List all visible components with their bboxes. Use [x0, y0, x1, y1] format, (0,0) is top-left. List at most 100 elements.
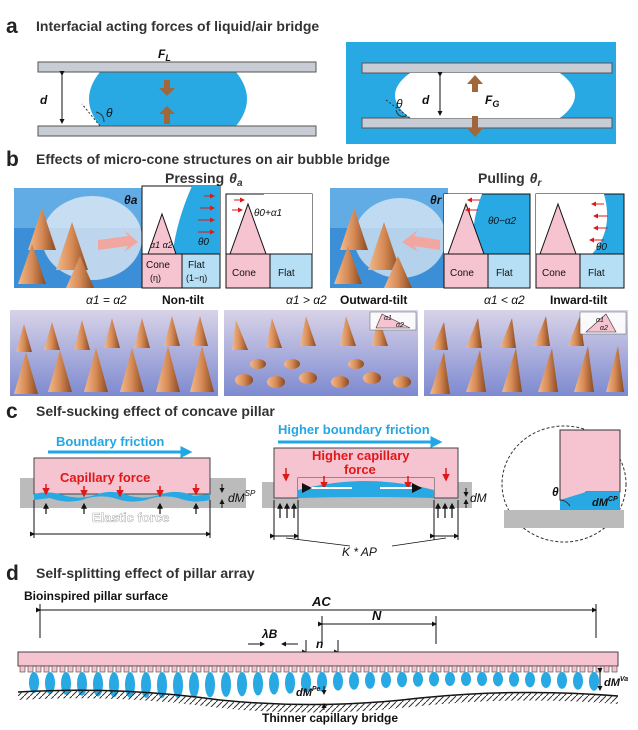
svg-text:α2: α2 — [600, 325, 608, 332]
capillary-bridge — [61, 672, 71, 695]
pillar-tooth — [387, 665, 394, 673]
pillar-tooth — [587, 665, 594, 673]
panel-d-title: Self-splitting effect of pillar array — [36, 565, 255, 581]
cone-array-inward-tilt: α1 α2 — [424, 310, 628, 396]
pillar-tooth — [547, 665, 554, 673]
render-theta-a: θa — [124, 193, 138, 207]
svg-text:θ0−α2: θ0−α2 — [488, 216, 517, 227]
pillar-tooth — [211, 665, 218, 673]
pillar-tooth — [243, 665, 250, 673]
kap-label: K * AP — [342, 545, 377, 559]
capillary-force-label: Capillary force — [60, 470, 150, 485]
force-arrow-down-r — [467, 116, 483, 137]
pillar-tooth — [291, 665, 298, 673]
angle-label-r: θ — [396, 97, 403, 111]
pillar-tooth — [115, 665, 122, 673]
angle-label: θ — [106, 106, 113, 120]
pressing-render: θa — [14, 188, 146, 288]
top-plate — [37, 61, 317, 73]
pillar-tooth — [371, 665, 378, 673]
capillary-bridge — [205, 672, 215, 698]
panel-c-letter: c — [6, 400, 18, 423]
pillar-tooth — [363, 665, 370, 673]
pillar-tooth — [507, 665, 514, 673]
higher-capillary-line1: Higher capillary — [312, 448, 410, 463]
cone-flat-diagram-3: Cone Flat θ0−α2 — [443, 193, 531, 289]
pillar-tooth — [35, 665, 42, 673]
pillar — [33, 457, 211, 495]
capillary-bridge — [141, 672, 151, 698]
capillary-bridge — [397, 672, 407, 688]
bottom-plate-r — [361, 117, 613, 129]
force-arrow-up-r — [467, 75, 483, 92]
dm-va-label: dMVa — [604, 676, 628, 689]
zoom-theta: θ — [552, 485, 559, 499]
capillary-bridge — [365, 672, 375, 689]
bottom-plate — [37, 125, 317, 137]
capillary-bridge — [557, 672, 567, 689]
pillar-tooth — [155, 665, 162, 673]
dm-label: dM — [470, 491, 487, 505]
tilt-cond-1: α1 = α2 — [86, 293, 127, 307]
panel-c-title: Self-sucking effect of concave pillar — [36, 403, 275, 419]
capillary-bridge — [285, 672, 295, 694]
panel-d: d Self-splitting effect of pillar array … — [6, 562, 628, 725]
pillar-array-backing — [17, 651, 619, 667]
cone — [340, 208, 368, 250]
capillary-bridge — [413, 672, 423, 687]
capillary-bridge — [189, 672, 199, 698]
pillar-tooth — [411, 665, 418, 673]
cone-tip — [147, 212, 177, 255]
captured-liquid — [298, 481, 434, 498]
cone — [368, 222, 400, 270]
gap-label-r: d — [422, 93, 430, 107]
capillary-bridge — [541, 672, 551, 689]
pillar-tooth — [67, 665, 74, 673]
cone-tip — [539, 202, 577, 255]
capillary-bridge — [573, 672, 583, 690]
cone — [384, 256, 412, 288]
svg-text:θ0: θ0 — [596, 242, 607, 253]
svg-text:Cone: Cone — [232, 268, 256, 279]
pillar-tooth — [579, 665, 586, 673]
pillar-tooth — [459, 665, 466, 673]
cone — [18, 244, 46, 284]
panel-b-letter: b — [6, 148, 19, 171]
pillar-tooth — [555, 665, 562, 673]
right-meniscus-air — [236, 72, 278, 126]
panel-b: b Effects of micro-cone structures on ai… — [6, 148, 628, 396]
capillary-bridge — [221, 672, 231, 697]
contact-tangent-r — [385, 99, 411, 119]
panel-a-title: Interfacial acting forces of liquid/air … — [36, 18, 319, 34]
pillar-tooth — [203, 665, 210, 673]
pillar-tooth — [331, 665, 338, 673]
svg-text:α1: α1 — [596, 317, 604, 324]
flat-block — [579, 253, 625, 289]
pillar-tooth — [107, 665, 114, 673]
pillar-tooth — [259, 665, 266, 673]
tilt-name-1: Non-tilt — [162, 293, 204, 307]
pulling-render: θr — [330, 188, 448, 288]
capillary-bridge — [45, 672, 55, 694]
pillar-tooth — [227, 665, 234, 673]
pillar-tooth — [43, 665, 50, 673]
pillar-tooth — [483, 665, 490, 673]
surface-label: Bioinspired pillar surface — [24, 589, 168, 603]
capillary-bridge — [301, 672, 311, 693]
thinner-bridge-label: Thinner capillary bridge — [262, 711, 398, 725]
gap-label: d — [40, 93, 48, 107]
gas-bridge-diagram: d FG θ — [346, 42, 616, 144]
svg-text:α1: α1 — [384, 315, 392, 322]
capillary-bridge — [253, 672, 263, 696]
flat-block — [269, 253, 313, 289]
tilt-name-2: Outward-tilt — [340, 293, 407, 307]
substrate-hatch — [18, 690, 618, 713]
dm-pe-label: dMPe — [296, 686, 321, 699]
pillar-tooth — [531, 665, 538, 673]
pillar-tooth — [163, 665, 170, 673]
capillary-bridge — [477, 672, 487, 687]
pillar-tooth — [427, 665, 434, 673]
pillar-tooth — [515, 665, 522, 673]
